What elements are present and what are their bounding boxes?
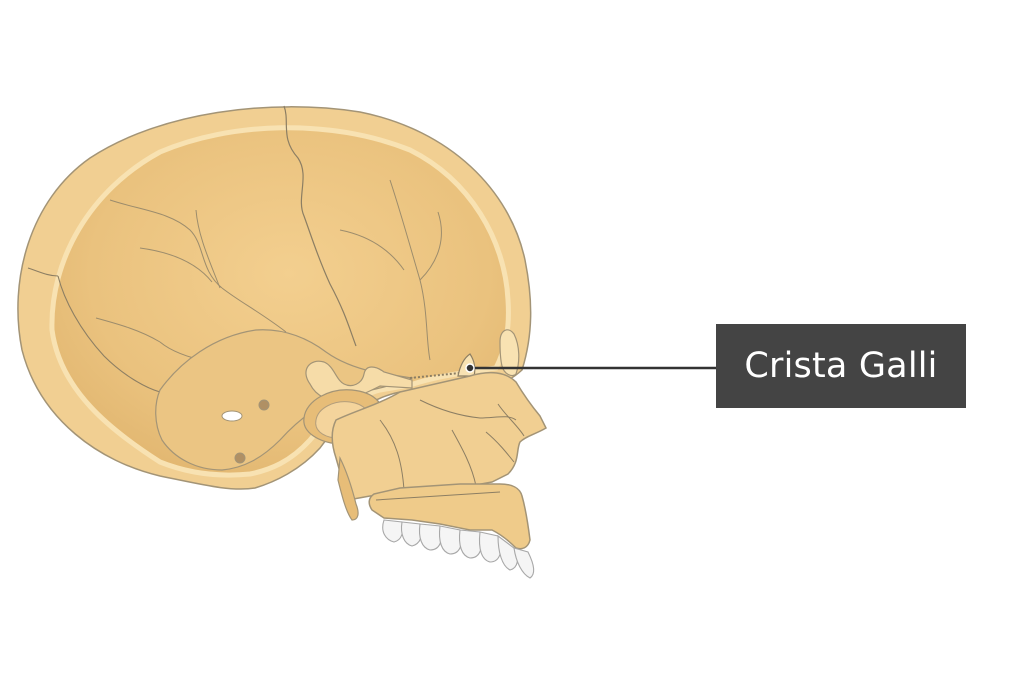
frontal-sinus [499, 329, 520, 377]
jugular-foramen [258, 399, 270, 411]
teeth [382, 519, 535, 579]
hypoglossal-canal [234, 452, 246, 464]
palate-line [375, 491, 501, 501]
nasal-details [379, 399, 525, 491]
label-text: Crista Galli [744, 346, 938, 386]
internal-acoustic-meatus [221, 410, 243, 422]
facial-skeleton [331, 371, 547, 501]
maxilla-palate [368, 483, 531, 550]
coronal-suture [283, 105, 357, 347]
pterygoid-plate [337, 455, 359, 521]
leader-dot [465, 363, 475, 373]
lambdoid-suture [27, 267, 161, 393]
crista-galli-label: Crista Galli [716, 324, 966, 408]
